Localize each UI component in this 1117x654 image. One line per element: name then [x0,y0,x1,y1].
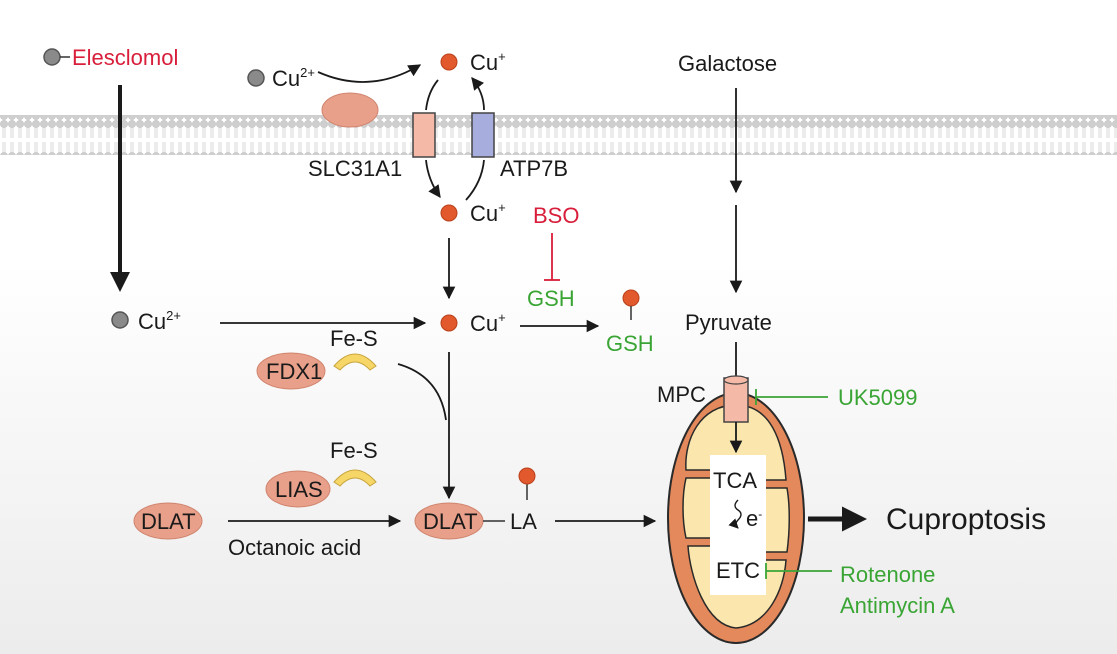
dlat-left-protein [133,502,203,540]
pyruvate-label: Pyruvate [685,310,772,335]
galactose-label: Galactose [678,51,777,76]
atp7b-export-bottom-arrow [465,159,485,201]
antimycin-label: Antimycin A [840,593,955,618]
cu2-top-label: Cu2+ [272,65,315,91]
atp7b-transporter [471,112,495,158]
elesclomol-group: Elesclomol [43,45,178,70]
cu2-left-ion-icon [111,311,129,329]
fes-fdx1-cluster-icon [333,353,377,371]
cu1-center-ion-icon [440,314,458,332]
dlat-left-label: DLAT [141,509,196,534]
mpc-transporter [723,377,749,423]
fdx1-to-dlat-curve [397,363,447,421]
slc31a1-label: SLC31A1 [308,156,402,181]
slc31a1-import-bottom-arrow [425,159,441,199]
fes-lias-cluster-icon [333,469,377,487]
cu2-to-cu1-arrow [317,64,422,83]
atp7b-label: ATP7B [500,156,568,181]
fdx1-protein [256,352,326,390]
cuproptosis-label: Cuproptosis [886,503,1046,536]
fes-fdx1-label: Fe-S [330,326,378,351]
cell-membrane [0,115,1117,155]
gsh-bound-cu-icon [622,289,640,307]
electron-flow-icon [728,499,742,529]
cu1-mid-label: Cu+ [470,200,506,226]
slc31a1-transporter [412,112,436,158]
uk5099-label: UK5099 [838,385,918,410]
lias-protein [265,470,331,508]
gsh-inhibited-label: GSH [527,286,575,311]
fes-lias-label: Fe-S [330,438,378,463]
la-bound-cu-icon [518,467,536,485]
cu2-top-ion-icon [247,69,265,87]
la-label: LA [510,509,537,534]
gsh-bound-label: GSH [606,331,654,356]
dlat-center-label: DLAT [423,509,478,534]
cu2-left-label: Cu2+ [138,308,181,334]
rotenone-label: Rotenone [840,562,935,587]
elesclomol-label: Elesclomol [72,45,178,70]
atp7b-export-top-arrow [471,77,485,111]
tca-label: TCA [713,468,757,493]
elesclomol-ion-icon [43,48,61,66]
slc31a1-import-top-arrow [425,79,439,111]
reductase-protein [321,92,379,128]
bso-label: BSO [533,203,579,228]
octanoic-acid-label: Octanoic acid [228,535,361,560]
lias-label: LIAS [275,477,323,502]
etc-label: ETC [716,558,760,583]
cu1-top-ion-icon [440,53,458,71]
mpc-label: MPC [657,382,706,407]
electron-label: e- [746,506,762,531]
fdx1-label: FDX1 [266,359,322,384]
cu1-mid-ion-icon [440,204,458,222]
cu1-center-label: Cu+ [470,310,506,336]
cu1-top-label: Cu+ [470,49,506,75]
